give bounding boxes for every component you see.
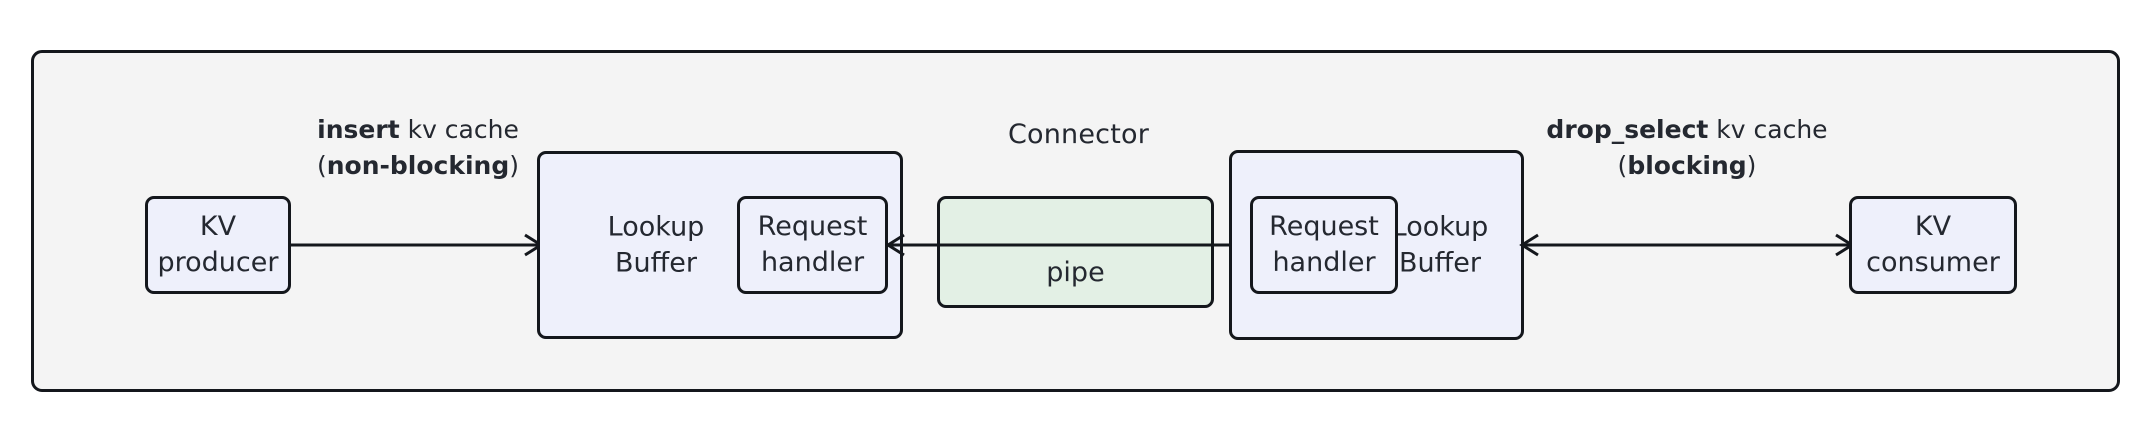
node-lookup-buffer-left-label: Lookup Buffer — [607, 211, 705, 278]
node-pipe-label: pipe — [1046, 257, 1105, 289]
node-request-handler-left-label: Request handler — [757, 211, 868, 278]
edge-label-insert: insert kv cache (non-blocking) — [232, 112, 604, 183]
edge-label-insert-paren-open: ( — [316, 150, 327, 180]
node-request-handler-right: Request handler — [1250, 196, 1398, 294]
arrow-insert — [291, 233, 544, 257]
node-request-handler-right-label: Request handler — [1269, 211, 1379, 278]
edge-label-drop-select-rest: kv cache — [1708, 115, 1828, 144]
edge-label-drop-select-paren-close: ) — [1746, 150, 1757, 180]
edge-label-drop-select-line2: (blocking) — [1500, 148, 1874, 184]
node-kv-consumer-label: KV consumer — [1866, 211, 2000, 278]
edge-label-insert-line1: insert kv cache — [232, 112, 604, 148]
node-pipe: pipe — [937, 196, 1214, 308]
edge-label-insert-rest: kv cache — [399, 115, 519, 144]
edge-label-drop-select-op: drop_select — [1546, 115, 1709, 144]
edge-label-insert-line2: (non-blocking) — [232, 148, 604, 184]
edge-label-drop-select-paren-open: ( — [1617, 150, 1628, 180]
node-request-handler-left: Request handler — [737, 196, 888, 294]
node-kv-producer-label: KV producer — [157, 211, 279, 278]
edge-label-insert-paren-close: ) — [509, 150, 520, 180]
arrow-pipe-link — [885, 233, 1255, 257]
arrow-drop-select — [1519, 233, 1855, 257]
node-lookup-buffer-right-label: Lookup Buffer — [1391, 211, 1489, 278]
edge-label-drop-select: drop_select kv cache (blocking) — [1500, 112, 1874, 183]
node-kv-consumer: KV consumer — [1849, 196, 2017, 294]
edge-label-drop-select-mode: blocking — [1627, 150, 1747, 180]
edge-label-insert-op: insert — [317, 115, 400, 144]
edge-label-insert-mode: non-blocking — [326, 150, 510, 180]
connector-title: Connector — [1007, 119, 1150, 150]
node-kv-producer: KV producer — [145, 196, 291, 294]
edge-label-drop-select-line1: drop_select kv cache — [1500, 112, 1874, 148]
